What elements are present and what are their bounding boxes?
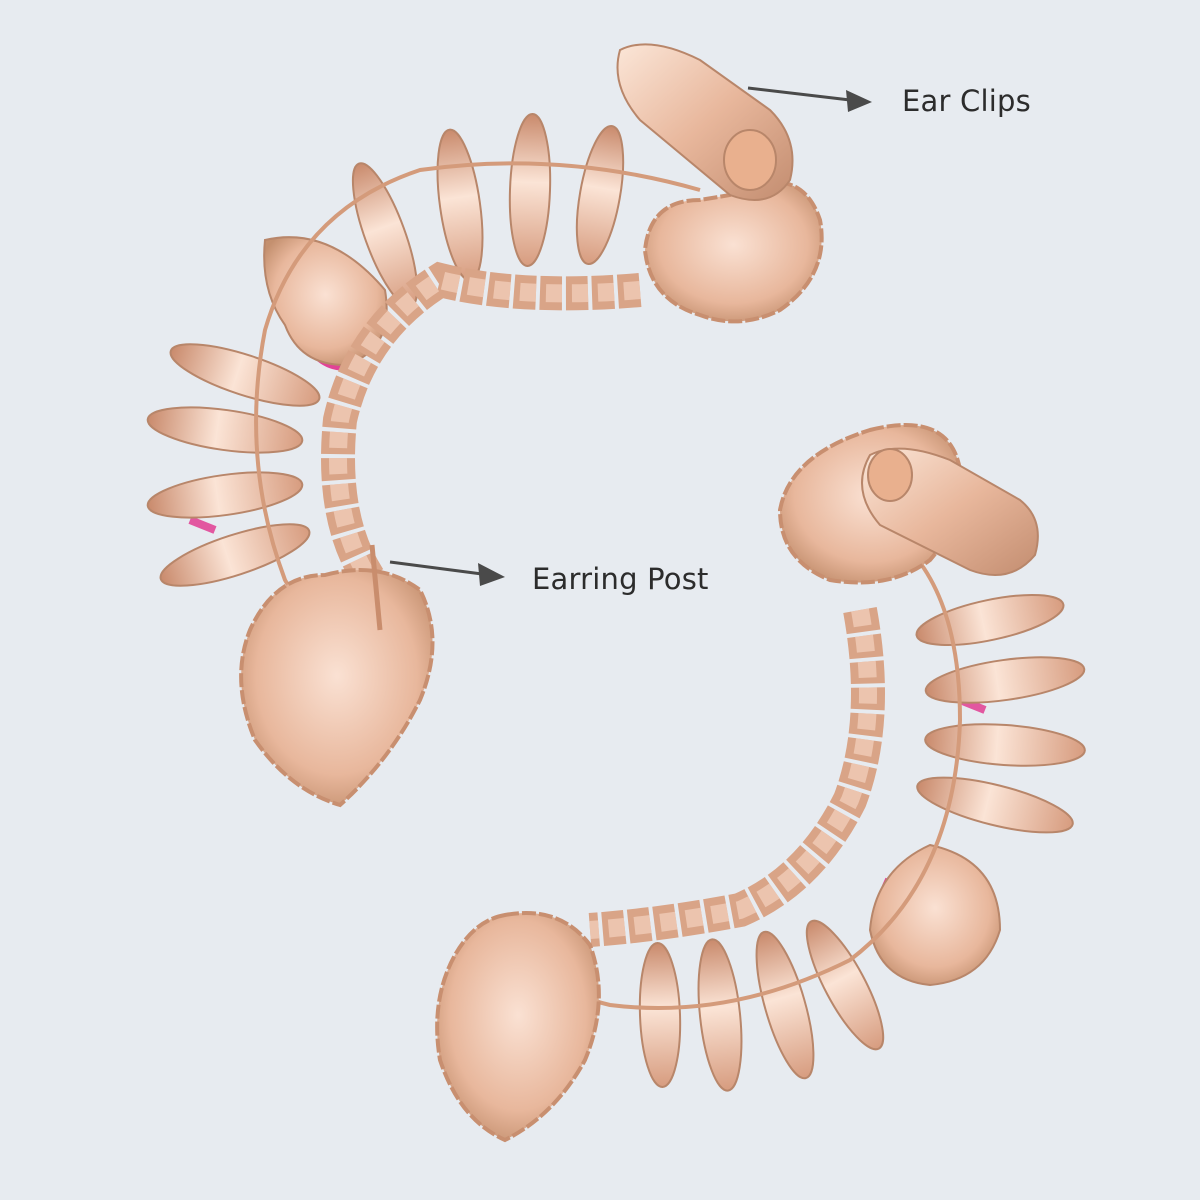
earring-post-label: Earring Post: [532, 562, 709, 596]
arrow-ear-clips: [747, 86, 872, 112]
ear-clip-top: [616, 43, 794, 201]
pear-stone-right: [868, 843, 1002, 987]
rhinestone-band-right: [588, 606, 885, 947]
heart-setting-top: [642, 180, 824, 324]
ear-clips-label: Ear Clips: [902, 84, 1031, 118]
earring-post: [369, 544, 383, 631]
ear-wire-left: [254, 161, 701, 634]
heart-setting-bottom-left: [239, 568, 435, 808]
marquise-stones-right: [638, 593, 1086, 1092]
ear-clip-right: [861, 447, 1039, 576]
arrow-earring-post: [389, 560, 505, 586]
ear-wire-right: [555, 543, 963, 1010]
heart-setting-bottom-right: [435, 911, 601, 1143]
earring-left: [146, 43, 824, 808]
marquise-stones-left: [146, 113, 625, 587]
earring-right: [435, 423, 1086, 1143]
